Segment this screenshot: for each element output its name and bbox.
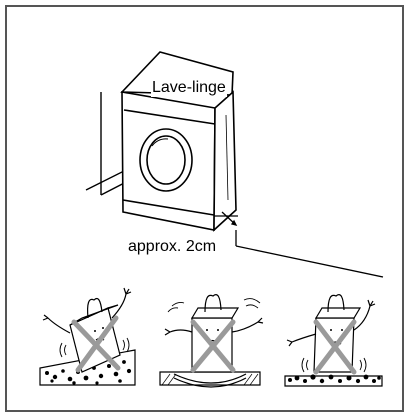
incorrect-cross-1 bbox=[71, 315, 121, 373]
gap-indicator bbox=[214, 211, 384, 278]
washing-machine-drawing bbox=[120, 51, 237, 232]
incorrect-cross-2 bbox=[190, 319, 236, 373]
washing-machine-label: Lave-linge bbox=[151, 79, 227, 97]
incorrect-cross-3 bbox=[313, 319, 357, 375]
rough-floor-illustration bbox=[284, 294, 383, 387]
gap-distance-label: approx. 2cm bbox=[126, 238, 219, 256]
